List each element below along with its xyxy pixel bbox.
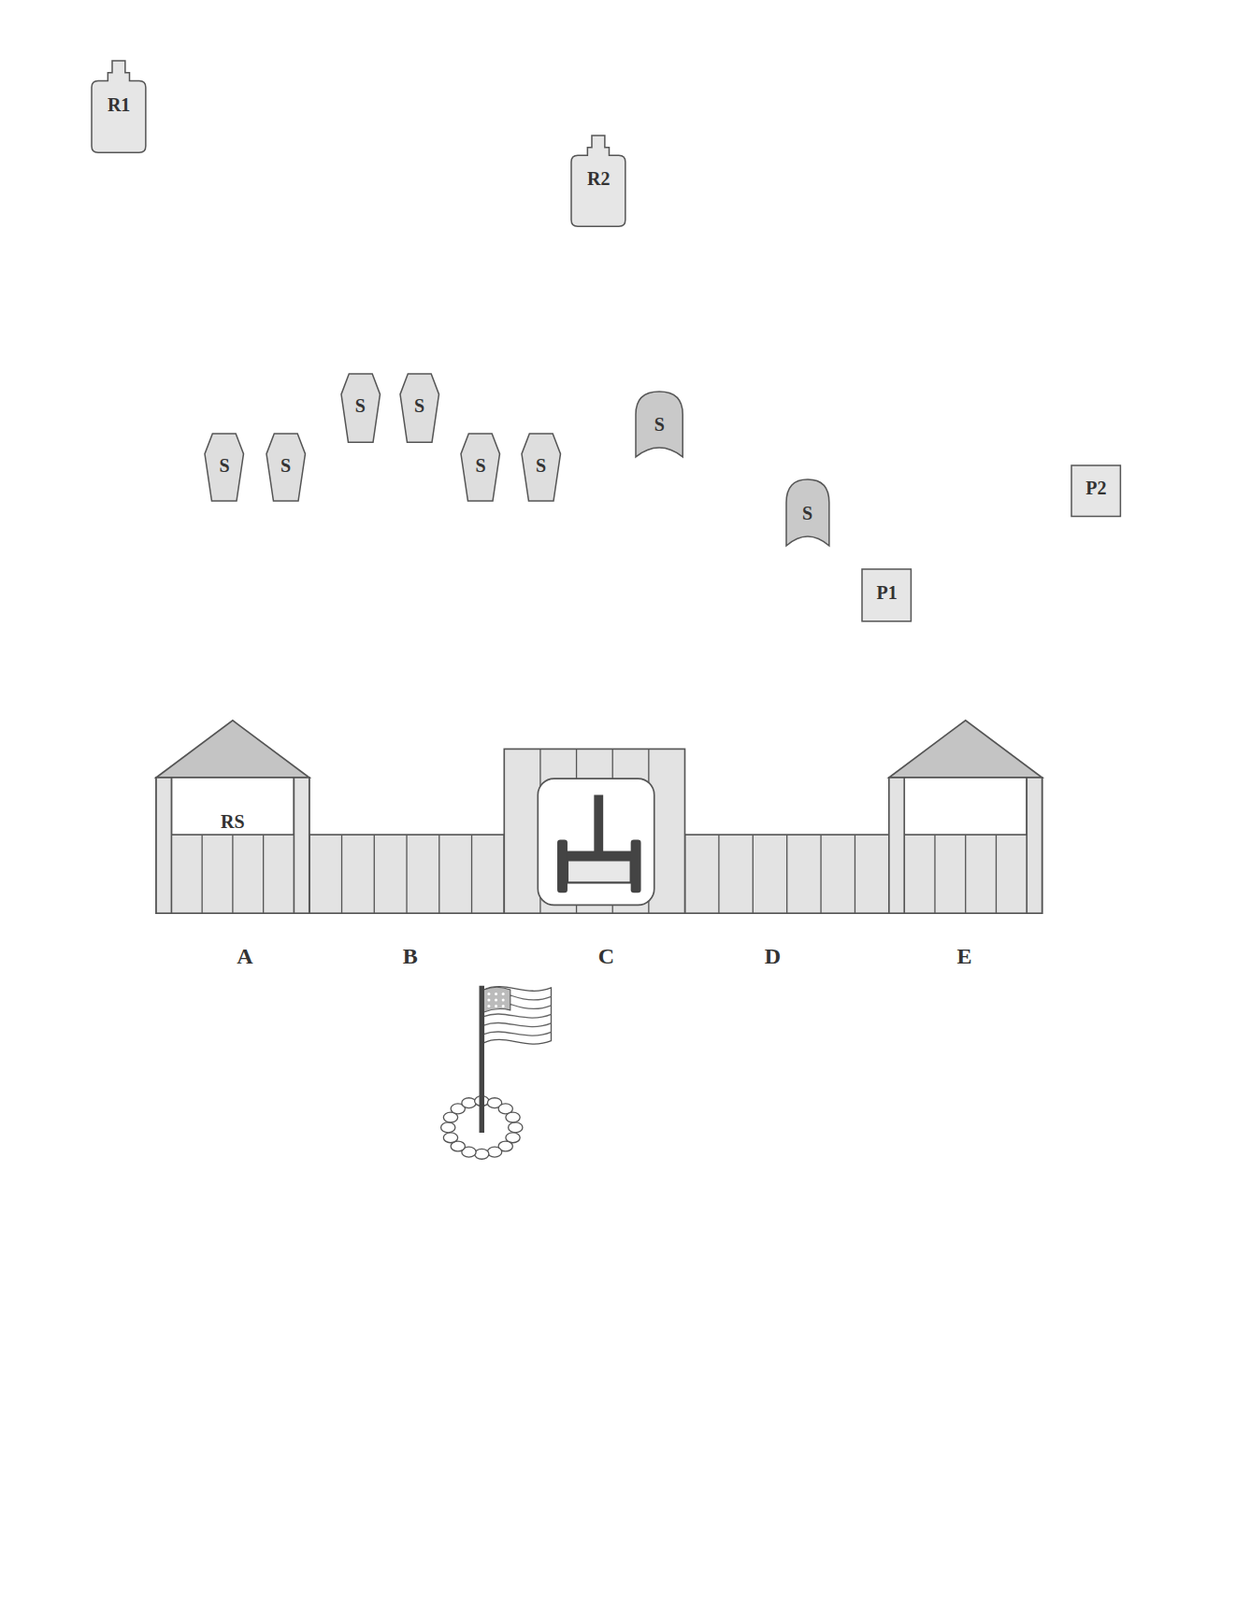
- coffin-marker: S: [341, 373, 380, 443]
- coffin-marker: S: [266, 433, 305, 502]
- wheelchair-icon: [557, 795, 642, 894]
- square-shape: [1071, 465, 1121, 518]
- fence-slat: [341, 834, 343, 914]
- coffin-shape: [460, 433, 500, 502]
- fence-slat: [201, 834, 202, 914]
- fence-slat: [231, 834, 233, 914]
- booth-roof: [889, 720, 1043, 778]
- fence-slat: [934, 834, 935, 914]
- fence-slat: [786, 834, 788, 914]
- marker-label: S: [266, 455, 305, 476]
- coffin-marker: S: [400, 373, 439, 443]
- booth-roof: [156, 720, 310, 778]
- fence-structure: [156, 720, 1043, 914]
- fence-part: [904, 777, 1027, 835]
- fence-part: [537, 778, 654, 906]
- arch-marker: S: [635, 391, 683, 458]
- coffin-shape: [400, 373, 439, 443]
- fence-part: [171, 777, 294, 835]
- section-letter: A: [236, 944, 253, 970]
- coffin-marker: S: [521, 433, 561, 502]
- booth-window: RS: [171, 777, 294, 835]
- fence-slat: [752, 834, 754, 914]
- booth: [889, 720, 1043, 914]
- fence-slat: [854, 834, 856, 914]
- marker-label: S: [635, 414, 683, 435]
- marker-label: S: [204, 455, 244, 476]
- section-letter: D: [764, 944, 781, 970]
- section-letter: E: [957, 944, 973, 970]
- marker-label: S: [400, 395, 439, 417]
- arch-marker: S: [786, 479, 830, 547]
- marker-label: S: [786, 503, 830, 524]
- fence-slat: [262, 834, 264, 914]
- section-letter: C: [598, 944, 615, 970]
- marker-label: RS: [171, 811, 294, 833]
- square-marker: P2: [1071, 465, 1121, 518]
- fence-part: [889, 777, 905, 914]
- arch-shape: [786, 479, 830, 547]
- marker-label: R1: [91, 94, 146, 115]
- fence-part: [685, 834, 890, 914]
- fence-slat: [471, 834, 473, 914]
- coffin-marker: S: [204, 433, 244, 502]
- fence-slat: [373, 834, 375, 914]
- marker-label: P2: [1071, 477, 1121, 499]
- marker-label: R2: [571, 168, 626, 189]
- coffin-marker: S: [460, 433, 500, 502]
- coffin-shape: [521, 433, 561, 502]
- coffin-shape: [341, 373, 380, 443]
- coffin-shape: [266, 433, 305, 502]
- fence-part: [156, 777, 310, 914]
- fence-slat: [995, 834, 997, 914]
- marker-label: S: [460, 455, 500, 476]
- fence-part: [889, 777, 1043, 914]
- flag-with-wreath: [441, 986, 552, 1161]
- marker-label: P1: [862, 582, 911, 604]
- fence-part: [309, 834, 505, 914]
- marker-label: S: [521, 455, 561, 476]
- bottle-shape: [91, 60, 146, 153]
- bottle-marker: R1: [91, 60, 146, 153]
- square-marker: P1: [862, 569, 911, 622]
- bottle-shape: [571, 135, 626, 227]
- fence-part: [293, 777, 309, 914]
- arch-shape: [635, 391, 683, 458]
- fence-part: [1026, 777, 1042, 914]
- section-letter: B: [402, 944, 418, 970]
- fence-slat: [718, 834, 719, 914]
- square-shape: [862, 569, 911, 622]
- bottle-marker: R2: [571, 135, 626, 227]
- fence-part: [156, 777, 172, 914]
- fence-part: [503, 748, 685, 914]
- coffin-shape: [204, 433, 244, 502]
- marker-label: S: [341, 395, 380, 417]
- fence-slat: [438, 834, 440, 914]
- fence-slat: [964, 834, 966, 914]
- fence-slat: [405, 834, 407, 914]
- fence-slat: [819, 834, 821, 914]
- booth: [156, 720, 310, 914]
